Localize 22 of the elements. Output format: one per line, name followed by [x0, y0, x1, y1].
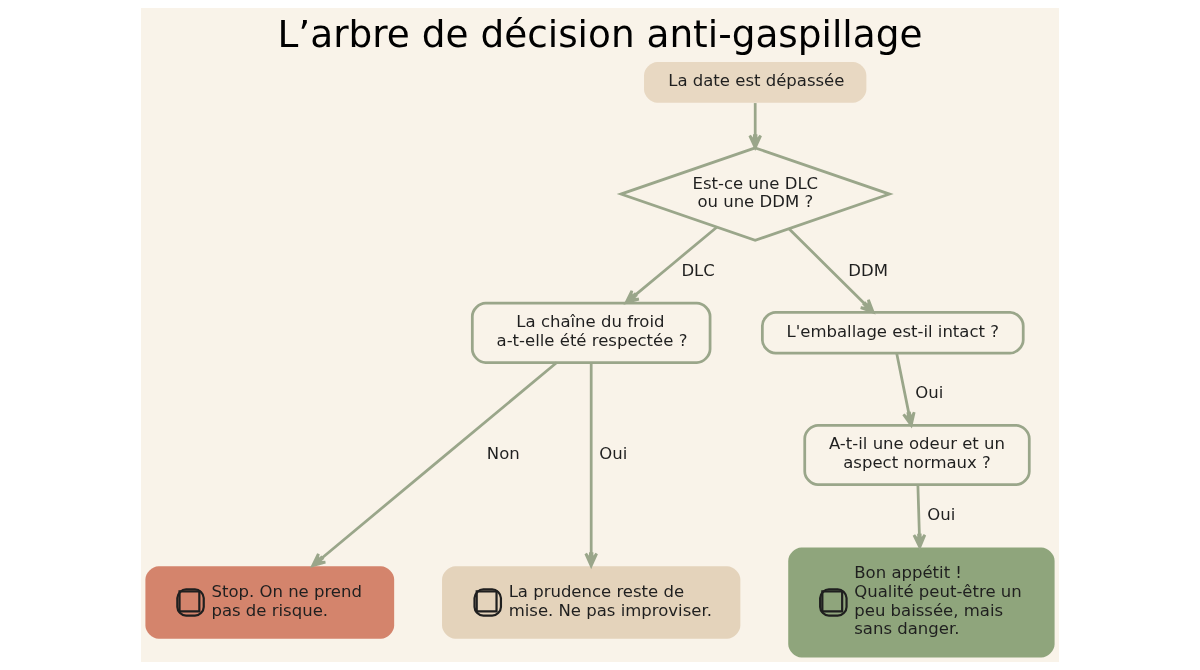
node-box: La prudence reste de mise. Ne pas improviser. [442, 566, 741, 639]
edge-label: Oui [915, 382, 944, 402]
edge-label: DDM [848, 260, 888, 280]
node-box: Stop. On ne prend pas de risque. [145, 566, 395, 639]
arrow [912, 484, 927, 549]
arrow [624, 226, 718, 305]
node-diamond: Est-ce une DLC ou une DDM ? [616, 146, 894, 242]
node-box: Bon appétit ! Qualité peut-être un peu baissée, mais sans danger. [788, 547, 1055, 658]
arrow [584, 362, 598, 568]
arrow [895, 352, 916, 427]
edge-label: Oui [599, 443, 628, 463]
arrow [788, 227, 875, 314]
node-box: La chaîne du froid a-t-elle été respectée ? [470, 301, 712, 364]
node-box: A-t-il une odeur et un aspect normaux ? [803, 423, 1031, 487]
arrow [311, 361, 558, 568]
arrow [748, 103, 763, 150]
edge-label: Non [486, 443, 520, 463]
node-box: La date est dépassée [644, 62, 867, 103]
node-box: L'emballage est-il intact ? [761, 311, 1025, 355]
edge-label: DLC [681, 260, 715, 280]
diagram-title: L’arbre de décision anti-gaspillage [277, 11, 923, 56]
edge-label: Oui [927, 504, 956, 524]
